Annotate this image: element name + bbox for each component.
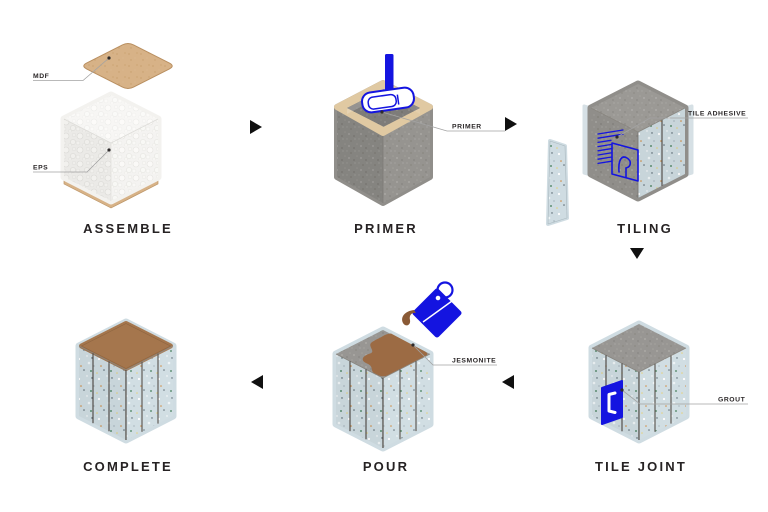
flow-arrow-right-2 bbox=[505, 117, 517, 131]
callout-label-jesmonite: JESMONITE bbox=[452, 358, 496, 365]
callout-mdf: MDF bbox=[33, 56, 111, 81]
tiled-block bbox=[332, 326, 434, 452]
step-caption-tiling: TILING bbox=[617, 221, 673, 236]
notched-trowel-icon bbox=[597, 129, 639, 182]
callout-label-grout: GROUT bbox=[718, 397, 746, 404]
tiling-illustration: TILE ADHESIVE bbox=[546, 80, 748, 226]
callout-label-eps: EPS bbox=[33, 165, 48, 172]
step-caption-primer: PRIMER bbox=[354, 221, 418, 236]
pour-illustration: JESMONITE bbox=[332, 281, 497, 452]
callout-label-tile-adhesive: TILE ADHESIVE bbox=[688, 111, 746, 118]
step-caption-assemble: ASSEMBLE bbox=[83, 221, 173, 236]
step-caption-tile-joint: TILE JOINT bbox=[594, 459, 688, 474]
finished-block bbox=[75, 318, 177, 444]
step-primer: PRIMER bbox=[300, 30, 515, 230]
primer-illustration: PRIMER bbox=[334, 54, 505, 206]
flow-arrow-down bbox=[630, 248, 644, 259]
callout-grout: GROUT bbox=[620, 388, 748, 405]
jesmonite-pour bbox=[362, 333, 428, 377]
flow-arrow-left-1 bbox=[502, 375, 514, 389]
callout-label-primer: PRIMER bbox=[452, 124, 482, 131]
primed-block bbox=[587, 80, 689, 202]
pour-drip bbox=[402, 310, 416, 326]
step-pour: JESMONITE bbox=[305, 275, 520, 490]
tile-joint-illustration: GROUT bbox=[588, 320, 748, 444]
complete-illustration bbox=[75, 318, 177, 444]
step-complete bbox=[55, 295, 255, 485]
paint-can-icon bbox=[402, 281, 462, 338]
grout-float-icon bbox=[601, 380, 623, 425]
mdf-board bbox=[83, 42, 173, 90]
step-tile-joint: GROUT bbox=[560, 295, 768, 485]
callout-label-mdf: MDF bbox=[33, 73, 49, 80]
loose-tile bbox=[546, 139, 569, 226]
callout-jesmonite: JESMONITE bbox=[411, 343, 497, 366]
callout-eps: EPS bbox=[33, 148, 111, 173]
callout-primer: PRIMER bbox=[380, 110, 505, 132]
step-assemble: MDF EPS bbox=[20, 20, 235, 220]
paint-roller-icon bbox=[361, 54, 415, 114]
callout-tile-adhesive: TILE ADHESIVE bbox=[615, 111, 748, 139]
step-caption-pour: POUR bbox=[362, 459, 410, 474]
flow-arrow-right-1 bbox=[250, 120, 262, 134]
flow-arrow-left-2 bbox=[251, 375, 263, 389]
step-tiling: TILE ADHESIVE bbox=[535, 30, 768, 240]
assemble-illustration: MDF EPS bbox=[33, 42, 173, 209]
eps-block bbox=[60, 91, 162, 205]
step-caption-complete: COMPLETE bbox=[83, 459, 173, 474]
